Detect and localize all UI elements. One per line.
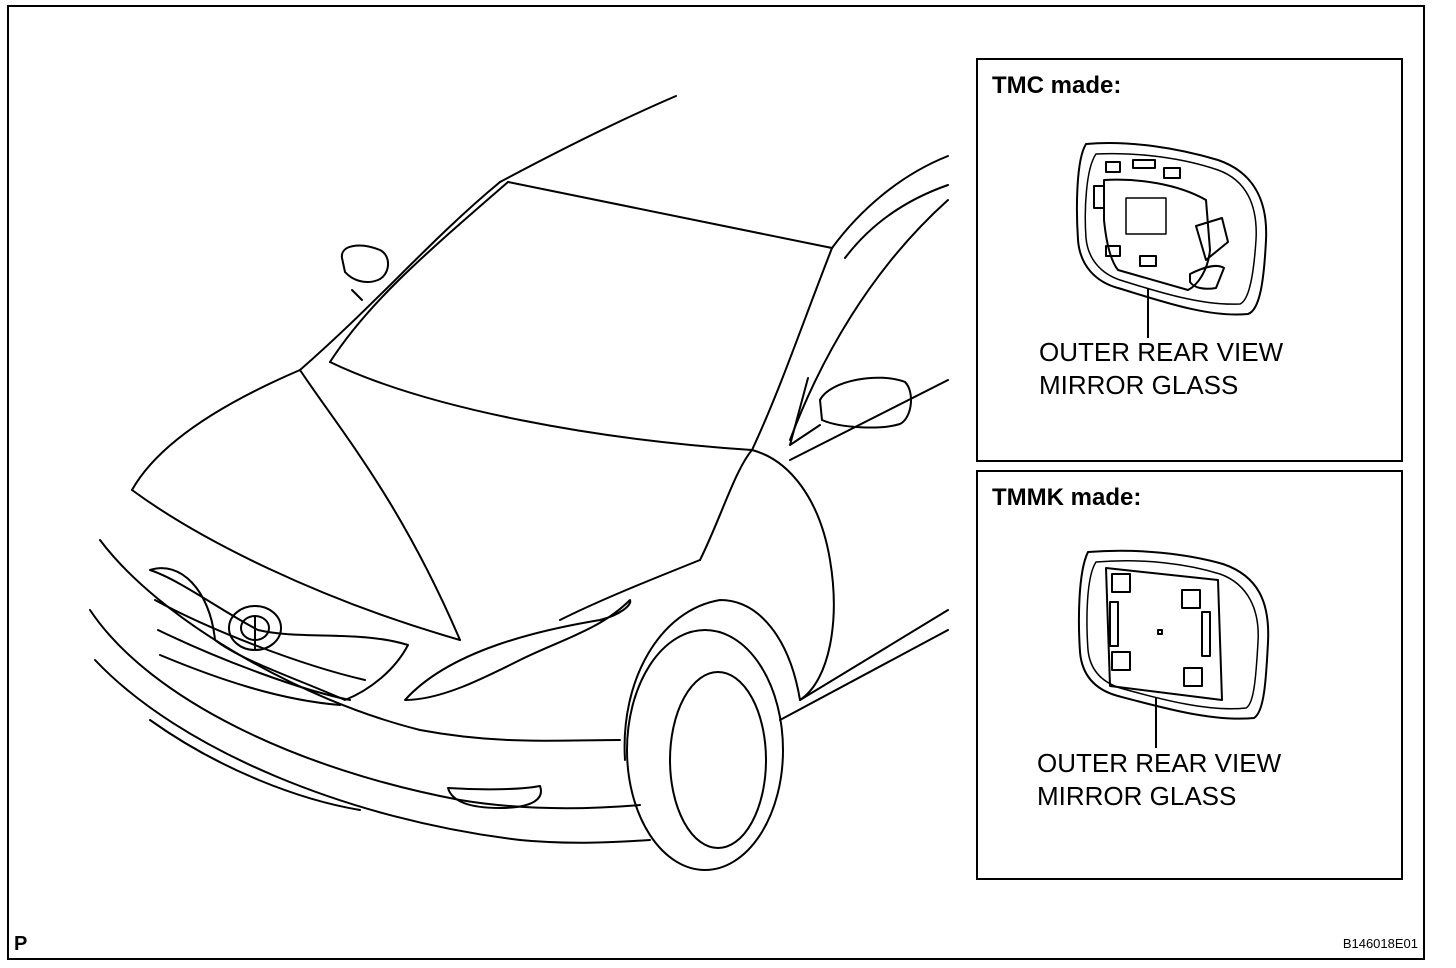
tmc-clip-4 (1093, 185, 1105, 209)
lower-intake (149, 719, 361, 811)
tmc-glass-outline (1075, 141, 1268, 316)
fog-lamp (447, 785, 542, 809)
tmmk-callout-line-2: MIRROR GLASS (1037, 781, 1237, 811)
tmmk-clip-2 (1181, 589, 1201, 609)
corner-marker: P (14, 933, 28, 955)
side-rocker (779, 629, 949, 721)
grille-bar-1 (154, 599, 366, 681)
bumper-top (99, 539, 621, 742)
tmmk-side-rail-right (1201, 611, 1211, 657)
right-mirror-base (789, 377, 821, 446)
tmc-mirror-glass-drawing (1075, 141, 1268, 316)
right-mirror (819, 376, 912, 429)
cowl-line (329, 361, 753, 451)
tmmk-clip-4 (1183, 667, 1203, 687)
left-mirror (340, 244, 389, 283)
tmc-tab (1195, 217, 1229, 261)
tmc-glass-inner (1084, 152, 1257, 305)
grille-bar-2 (157, 629, 351, 701)
tmc-center-block (1125, 197, 1167, 235)
fender-line (559, 559, 701, 621)
tmc-callout-line-1: OUTER REAR VIEW (1039, 337, 1284, 367)
tmc-backing-plate (1103, 178, 1211, 291)
door-window-top (844, 184, 949, 259)
tmc-clip-3 (1163, 167, 1181, 179)
hood-right-edge (699, 449, 753, 561)
tmc-title: TMC made: (992, 72, 1122, 99)
front-tire (626, 629, 784, 871)
tmc-leader-line (1147, 288, 1149, 338)
tmc-callout-line-2: MIRROR GLASS (1039, 370, 1239, 400)
hood-front (131, 489, 461, 641)
tmmk-clip-3 (1111, 651, 1131, 671)
grille (149, 567, 409, 701)
grille-bar-3 (159, 654, 341, 706)
a-pillar-left (299, 181, 501, 371)
side-body-line-2 (789, 379, 949, 461)
bumper-bottom (94, 659, 651, 844)
tmc-clip-2 (1132, 159, 1156, 169)
hood-crease (299, 369, 461, 641)
tmmk-backing-plate (1105, 567, 1223, 701)
hood-left-edge (131, 369, 301, 491)
door-window-line (789, 199, 949, 441)
tmmk-center-dot (1157, 629, 1163, 635)
bumper-lower (89, 609, 641, 810)
wheel-arch (623, 599, 801, 761)
tmmk-side-rail-left (1109, 601, 1119, 647)
tmc-clip-1 (1105, 161, 1121, 173)
headlight (404, 599, 632, 701)
tmmk-mirror-glass-drawing (1077, 549, 1270, 720)
tmmk-title: TMMK made: (992, 484, 1142, 511)
roof-line (499, 95, 677, 183)
roof-side (831, 155, 949, 249)
figure-id: B146018E01 (1342, 936, 1418, 951)
front-rim (669, 671, 767, 849)
tmmk-leader-line (1155, 698, 1157, 748)
tmmk-glass-inner (1086, 560, 1259, 710)
tmc-clip-5 (1105, 245, 1121, 257)
tmmk-clip-1 (1111, 573, 1131, 593)
windshield-top (507, 181, 833, 249)
side-body-line (799, 609, 949, 701)
windshield-right (751, 247, 833, 451)
tmc-tab-2 (1189, 265, 1225, 290)
fender-top (751, 449, 835, 701)
tmmk-glass-outline (1077, 549, 1270, 720)
windshield-left (329, 181, 509, 363)
tmmk-callout-line-1: OUTER REAR VIEW (1037, 748, 1282, 778)
tmc-clip-6 (1139, 255, 1157, 267)
left-mirror-arm (351, 289, 363, 301)
